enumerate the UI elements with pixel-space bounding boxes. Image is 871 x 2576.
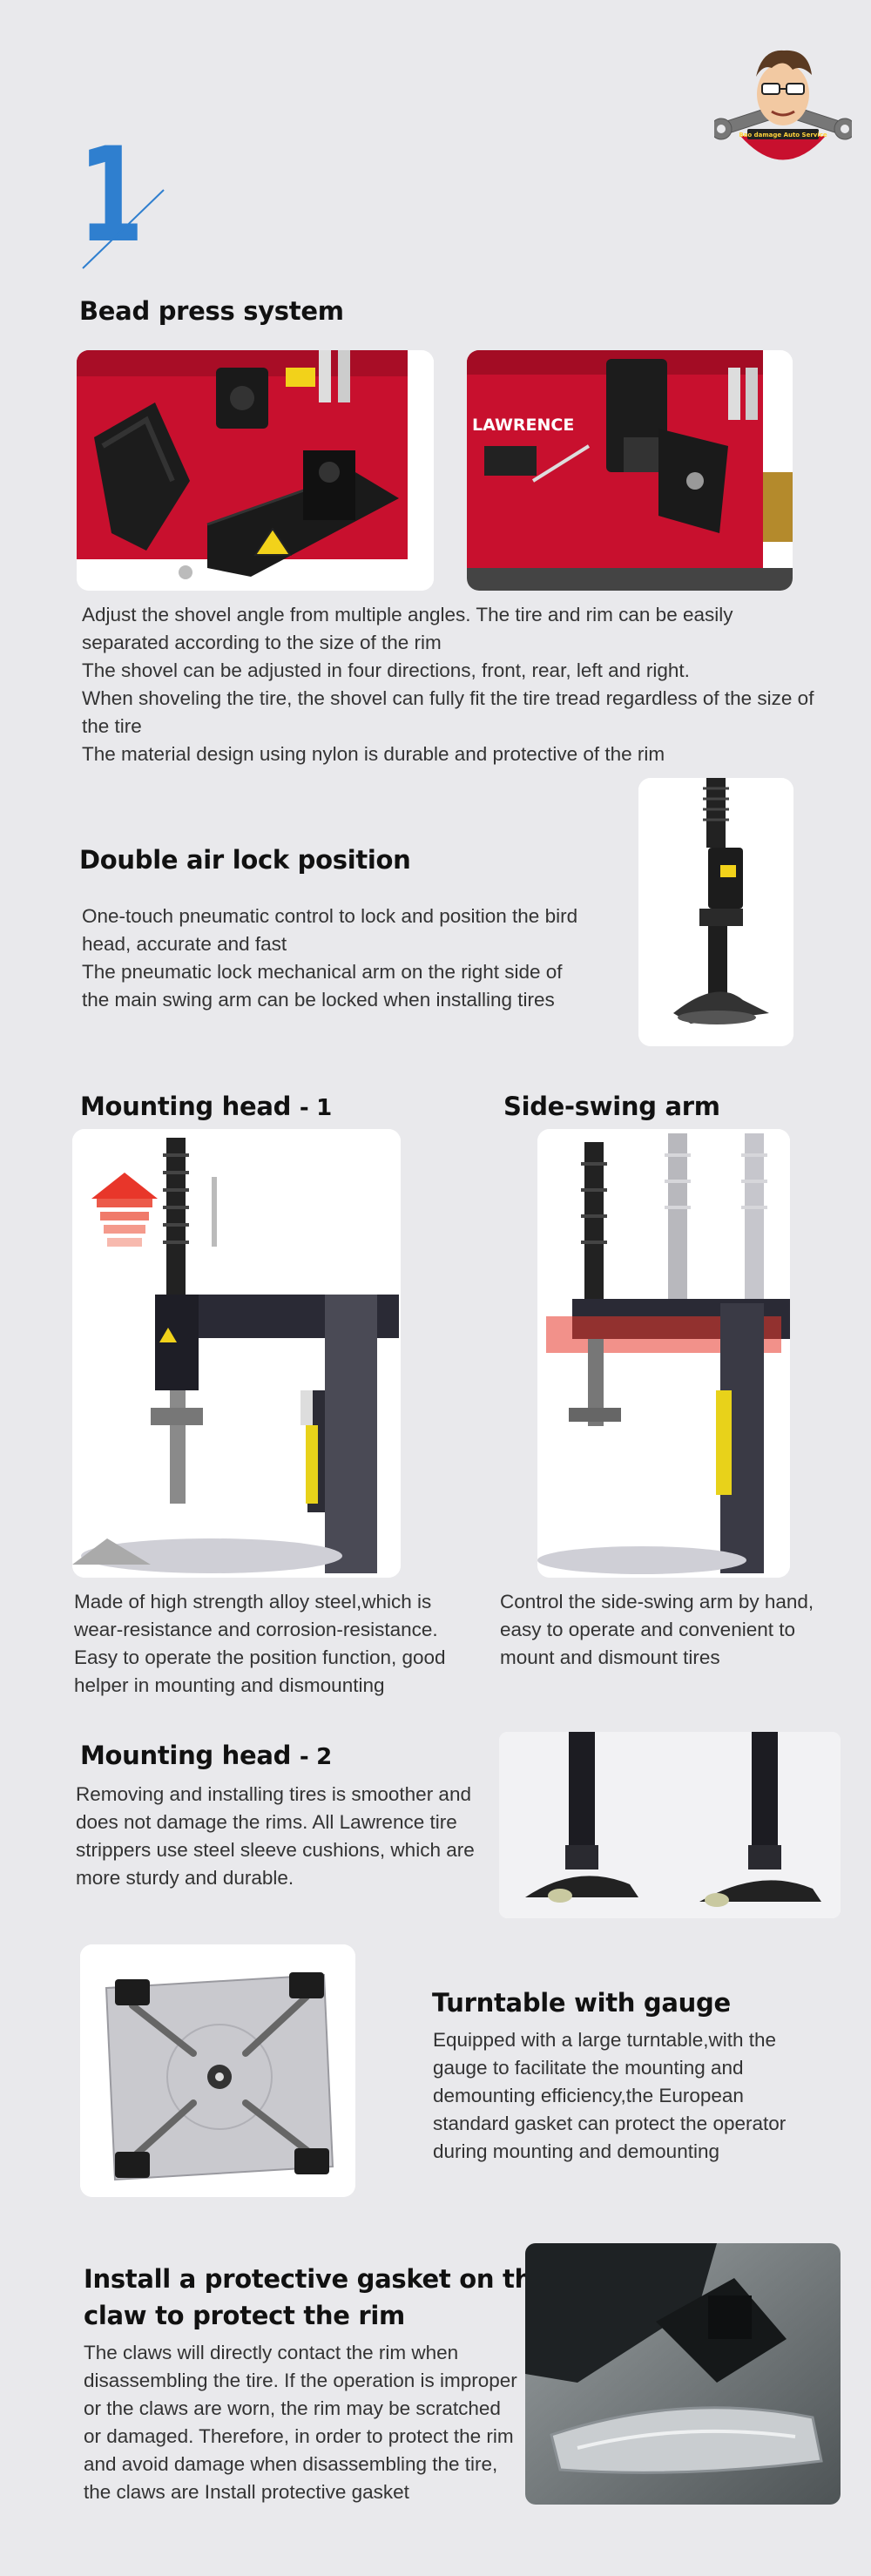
gasket-description: The claws will directly contact the rim … xyxy=(84,2339,519,2506)
bead-press-paragraph: When shoveling the tire, the shovel can … xyxy=(82,687,814,737)
mounting-head-1-paragraph: Made of high strength alloy steel,which … xyxy=(74,1591,438,1640)
gasket-title-line-2: claw to protect the rim xyxy=(84,2301,405,2330)
mounting-head-2-paragraph: Removing and installing tires is smoothe… xyxy=(76,1783,475,1889)
gasket-image xyxy=(525,2243,841,2505)
air-lock-photo xyxy=(638,778,793,1046)
bead-press-image-2: LAWRENCE xyxy=(467,350,793,591)
bead-press-photo-1 xyxy=(77,350,434,591)
bead-press-paragraph: Adjust the shovel angle from multiple an… xyxy=(82,604,733,653)
bead-press-paragraph: The material design using nylon is durab… xyxy=(82,743,665,765)
gasket-title: Install a protective gasket on the claw … xyxy=(84,2261,550,2334)
turntable-description: Equipped with a large turntable,with the… xyxy=(433,2026,816,2166)
air-lock-paragraph: The pneumatic lock mechanical arm on the… xyxy=(82,961,563,1011)
gasket-photo xyxy=(525,2243,841,2505)
air-lock-description: One-touch pneumatic control to lock and … xyxy=(82,903,578,1014)
mounting-head-1-title-suffix: - 1 xyxy=(299,1095,332,1121)
air-lock-title: Double air lock position xyxy=(79,845,411,875)
gasket-paragraph: The claws will directly contact the rim … xyxy=(84,2342,517,2503)
gasket-title-line-1: Install a protective gasket on the xyxy=(84,2264,550,2294)
side-swing-description: Control the side-swing arm by hand, easy… xyxy=(500,1588,840,1672)
side-swing-paragraph: Control the side-swing arm by hand, easy… xyxy=(500,1591,814,1668)
bead-press-title: Bead press system xyxy=(79,296,344,326)
turntable-image xyxy=(80,1944,355,2197)
mounting-head-2-image xyxy=(499,1732,841,1918)
logo-text: Bao damage Auto Service xyxy=(739,132,827,139)
bead-press-paragraph: The shovel can be adjusted in four direc… xyxy=(82,659,690,681)
mounting-head-2-photo xyxy=(499,1732,841,1918)
mounting-head-1-description: Made of high strength alloy steel,which … xyxy=(74,1588,466,1700)
turntable-photo xyxy=(80,1944,355,2197)
turntable-title: Turntable with gauge xyxy=(432,1988,731,2018)
mounting-head-2-title: Mounting head - 2 xyxy=(80,1741,332,1770)
mounting-head-1-image xyxy=(72,1129,401,1578)
diagonal-line-decoration xyxy=(82,189,165,269)
mounting-head-1-title: Mounting head - 1 xyxy=(80,1092,332,1121)
side-swing-image xyxy=(537,1129,790,1578)
side-swing-photo xyxy=(537,1129,790,1578)
mounting-head-2-title-text: Mounting head xyxy=(80,1741,292,1770)
section-number-digit: 1 xyxy=(78,120,145,272)
bead-press-image-1 xyxy=(77,350,434,591)
section-number: 1 xyxy=(78,131,183,270)
air-lock-paragraph: One-touch pneumatic control to lock and … xyxy=(82,905,578,955)
bead-press-photo-2: LAWRENCE xyxy=(467,350,793,591)
mounting-head-2-title-suffix: - 2 xyxy=(299,1744,332,1770)
mounting-head-1-photo xyxy=(72,1129,401,1578)
mounting-head-1-paragraph: Easy to operate the position function, g… xyxy=(74,1646,446,1696)
mounting-head-1-title-text: Mounting head xyxy=(80,1092,292,1121)
mounting-head-2-description: Removing and installing tires is smoothe… xyxy=(76,1781,476,1892)
turntable-paragraph: Equipped with a large turntable,with the… xyxy=(433,2029,787,2162)
air-lock-image xyxy=(638,778,793,1046)
bead-press-description: Adjust the shovel angle from multiple an… xyxy=(82,601,822,768)
photo-brand-text: LAWRENCE xyxy=(472,416,574,435)
side-swing-title: Side-swing arm xyxy=(503,1092,720,1121)
brand-logo: Bao damage Auto Service xyxy=(710,31,856,171)
